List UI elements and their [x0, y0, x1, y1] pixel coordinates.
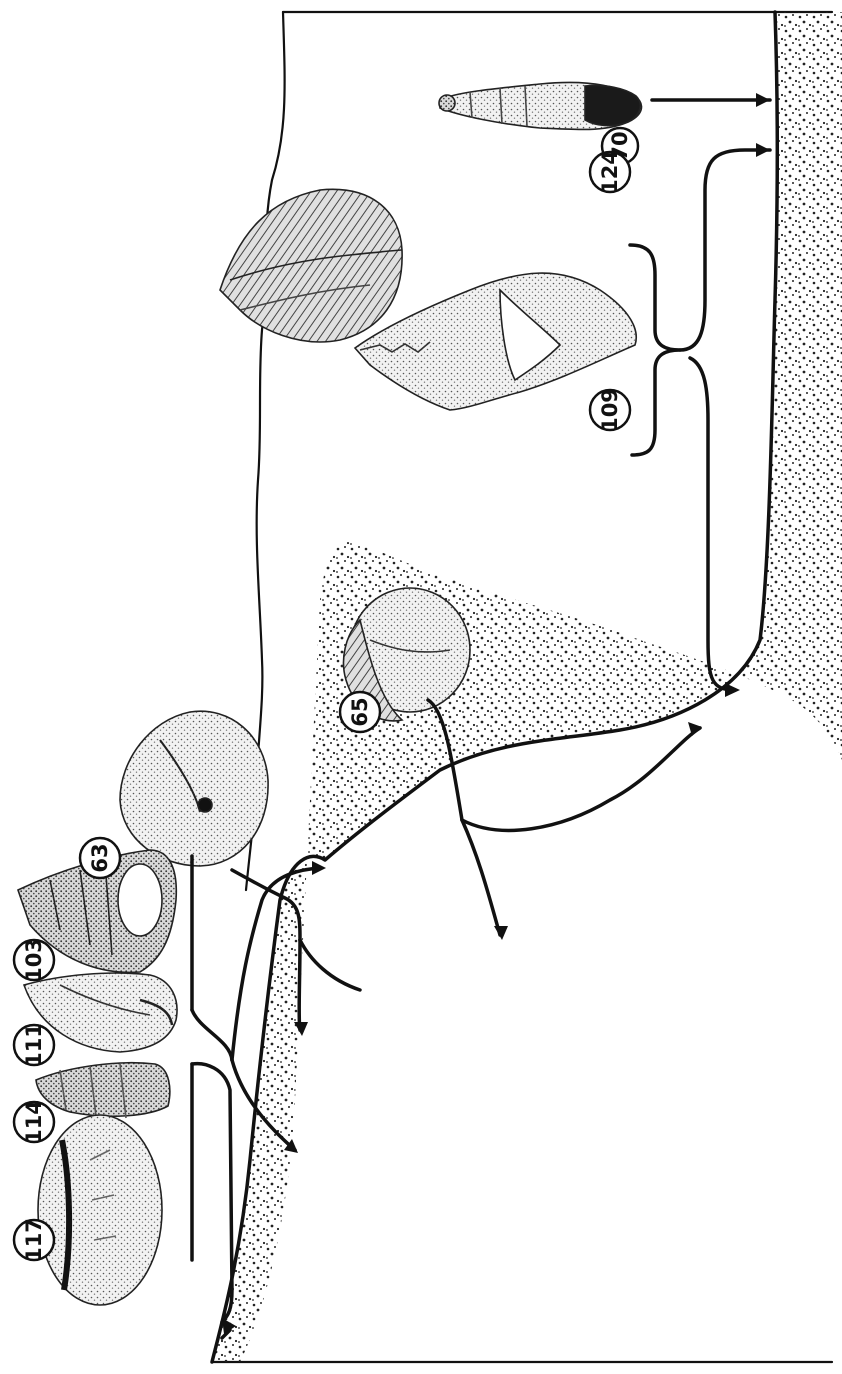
bracket-109: [630, 143, 770, 697]
shell-70-turret-snail: [439, 82, 642, 129]
svg-text:63: 63: [88, 843, 112, 872]
label-124: 124: [590, 150, 630, 194]
label-103: 103: [14, 938, 54, 982]
label-111: 111: [14, 1023, 54, 1067]
label-114: 114: [14, 1100, 54, 1144]
svg-text:65: 65: [348, 697, 372, 726]
shell-117-cowrie: [38, 1115, 162, 1305]
shell-109-spindle: [355, 273, 636, 410]
svg-text:111: 111: [22, 1023, 46, 1067]
svg-text:103: 103: [22, 938, 46, 982]
shell-conch-large: [220, 189, 402, 342]
svg-text:117: 117: [22, 1218, 46, 1262]
svg-text:124: 124: [598, 150, 622, 194]
label-63: 63: [80, 838, 120, 878]
arrow-70-to-floor: [652, 93, 770, 107]
label-117: 117: [14, 1218, 54, 1262]
label-109: 109: [590, 388, 630, 432]
shell-63-globe-shell: [120, 711, 268, 866]
svg-text:109: 109: [598, 388, 622, 432]
label-65: 65: [340, 692, 380, 732]
svg-text:114: 114: [22, 1100, 46, 1144]
shell-114-cone: [36, 1063, 170, 1118]
